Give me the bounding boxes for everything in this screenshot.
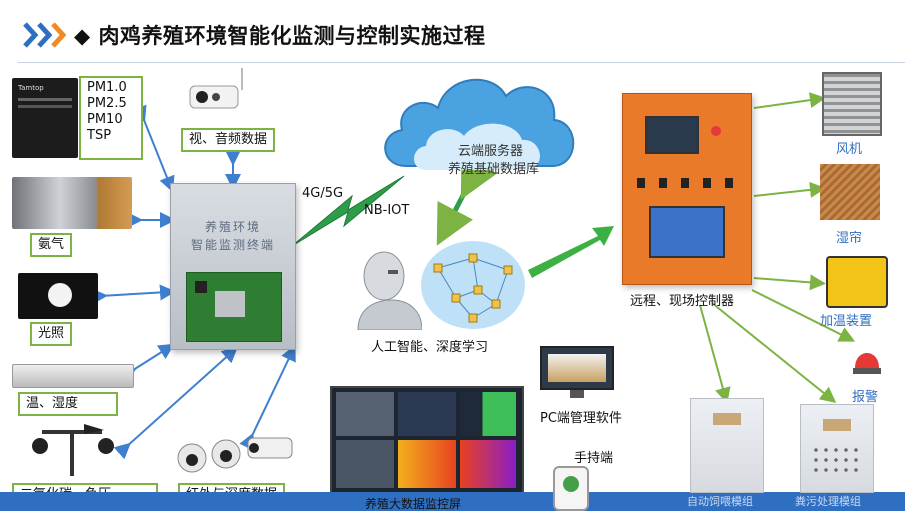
ai-robot-image (338, 246, 423, 331)
bottom-bar (0, 492, 905, 511)
ammonia-label: 氨气 (30, 233, 73, 257)
controller-indicator-icon (711, 126, 721, 136)
weather-station-image (24, 424, 124, 480)
terminal-line1: 养殖环境 (204, 220, 261, 234)
heater-image (826, 256, 888, 308)
pc-monitor-image (540, 346, 614, 398)
light-label: 光照 (30, 322, 73, 346)
title-divider (18, 62, 905, 63)
light-sensor-image (18, 273, 98, 319)
ammonia-sensor-image (12, 177, 132, 229)
av-data-label: 视、音频数据 (181, 128, 276, 152)
neural-network-icon (418, 238, 528, 332)
wet-curtain-label: 湿帘 (836, 231, 863, 246)
pm10-label: PM10 (87, 112, 123, 127)
handheld-label: 手持端 (574, 451, 614, 466)
manure-module-panel (800, 404, 874, 493)
controller-screen-top (645, 116, 699, 154)
bigscreen-label: 养殖大数据监控屏 (365, 497, 462, 511)
alarm-label: 报警 (852, 390, 879, 405)
pm-sensor-brand: Tamtop (18, 84, 44, 92)
ir-cameras-image (176, 424, 296, 480)
pm25-label: PM2.5 (87, 96, 127, 111)
fan-label: 风机 (836, 142, 863, 157)
page-title: ◆ 肉鸡养殖环境智能化监测与控制实施过程 (74, 24, 486, 48)
manure-module-label: 粪污处理模组 (795, 495, 861, 508)
cloud-line2: 养殖基础数据库 (448, 162, 540, 177)
wet-curtain-image (820, 164, 880, 220)
terminal-line2: 智能监测终端 (190, 238, 275, 252)
controller-switch-row (637, 178, 733, 188)
cloud-line1: 云端服务器 (458, 144, 524, 159)
controller-screen-main (649, 206, 725, 258)
phone-image (553, 466, 589, 511)
heater-label: 加温装置 (820, 314, 873, 329)
network-4g5g-label: 4G/5G (302, 186, 344, 201)
pm-values-box: PM1.0 PM2.5 PM10 TSP (79, 76, 143, 160)
pm-sensor-image: Tamtop (12, 78, 78, 158)
tsp-label: TSP (87, 128, 112, 143)
temp-humidity-sensor-image (12, 364, 134, 388)
feeding-module-label: 自动饲喂模组 (687, 495, 753, 508)
phone-app-icon (563, 476, 579, 492)
alarm-icon (852, 340, 882, 376)
controller-label: 远程、现场控制器 (630, 294, 735, 309)
ai-label: 人工智能、深度学习 (371, 340, 489, 355)
controller-cabinet (622, 93, 752, 285)
fan-image (822, 72, 882, 136)
terminal-circuit-board (186, 272, 282, 342)
pc-software-label: PC端管理软件 (540, 411, 622, 426)
bigscreen-monitor (330, 386, 524, 496)
temp-humidity-label: 温、湿度 (18, 392, 118, 416)
network-nbiot-label: NB-IOT (364, 203, 410, 218)
camera-image (186, 66, 250, 116)
cloud-server-icon (376, 66, 582, 184)
light-sensor-dome-icon (48, 283, 72, 307)
header-chevrons-icon (22, 20, 68, 54)
feeding-module-panel (690, 398, 764, 493)
pm1-label: PM1.0 (87, 80, 127, 95)
